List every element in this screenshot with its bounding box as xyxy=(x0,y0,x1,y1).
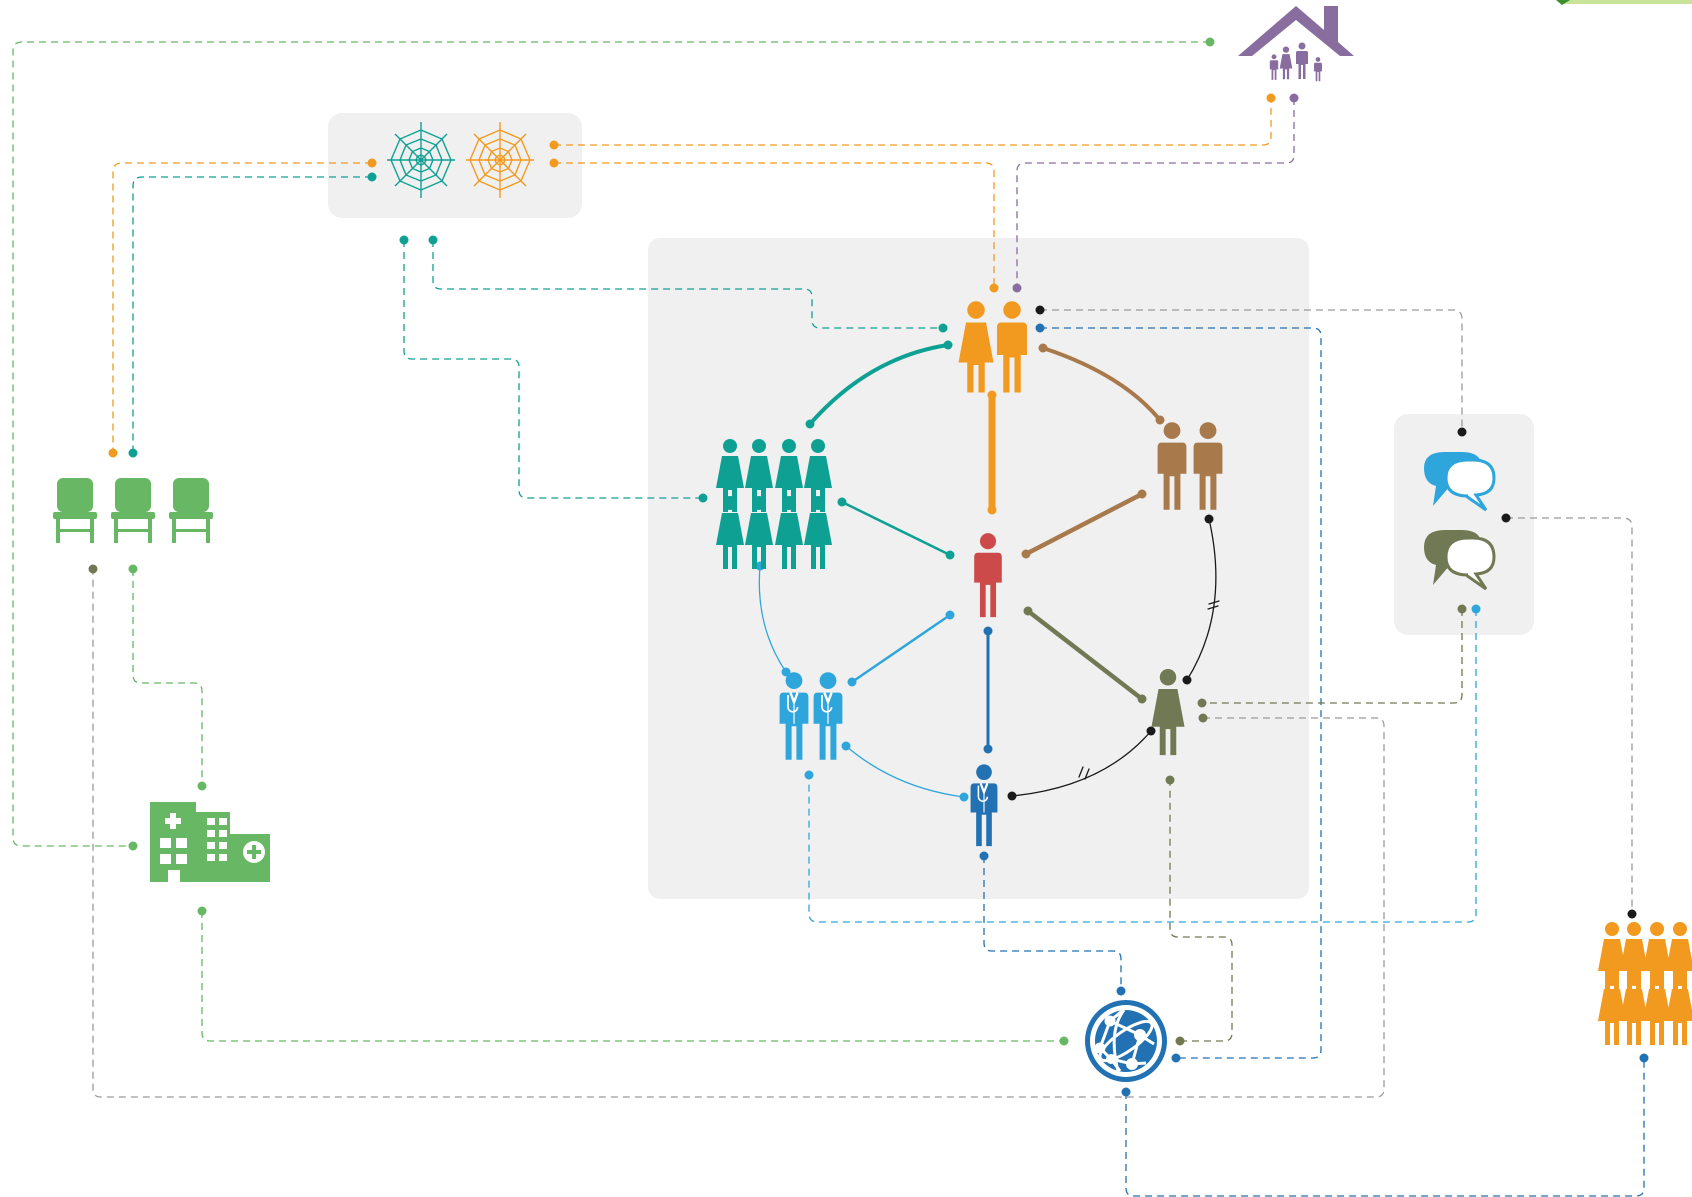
connector-dot xyxy=(979,851,989,861)
connector-dot xyxy=(399,235,409,245)
connector-dot xyxy=(197,781,207,791)
connector-lines xyxy=(12,41,1645,1197)
connector-dot xyxy=(1035,305,1045,315)
connector-dot xyxy=(197,906,207,916)
connector-dot xyxy=(128,564,138,574)
webs-panel xyxy=(328,113,582,218)
connector-dot xyxy=(88,564,98,574)
connector-dot xyxy=(1175,1036,1185,1046)
connector-dot xyxy=(1501,513,1511,523)
connector-dot xyxy=(367,172,377,182)
connector-dot xyxy=(1457,604,1467,614)
group-of-women-icon xyxy=(1598,922,1692,1045)
connector-dot xyxy=(128,841,138,851)
family-home-icon xyxy=(1238,6,1354,82)
speech-bubbles-blue-icon xyxy=(1424,452,1496,512)
connector-dot xyxy=(549,140,559,150)
corner-accent xyxy=(1556,0,1692,5)
connector-dot xyxy=(698,493,708,503)
connector-dot xyxy=(1457,427,1467,437)
connector-dot xyxy=(1205,37,1215,47)
connector-dot xyxy=(989,283,999,293)
connector-dot xyxy=(938,323,948,333)
speech-panel xyxy=(1394,414,1534,635)
hospital-building-icon xyxy=(150,802,270,882)
connector-dot xyxy=(1171,1053,1181,1063)
connector-dot xyxy=(804,770,814,780)
globe-network-icon xyxy=(1085,1000,1167,1082)
connector-dot xyxy=(1121,1087,1131,1097)
connector-dot xyxy=(367,158,377,168)
connector-dot xyxy=(1197,698,1207,708)
connector-dot xyxy=(1165,775,1175,785)
connector-dot xyxy=(549,158,559,168)
connector-dot xyxy=(1198,713,1208,723)
speech-bubbles-olive-icon xyxy=(1424,530,1496,591)
connector-dot xyxy=(1059,1036,1069,1046)
connector-dot xyxy=(1627,909,1637,919)
connector-dot xyxy=(128,448,138,458)
relationship-lines xyxy=(758,343,1220,798)
waiting-room-chairs-icon xyxy=(53,478,213,543)
connector-dot xyxy=(428,235,438,245)
connector-dot xyxy=(1012,283,1022,293)
connector-dot xyxy=(1639,1053,1649,1063)
connector-dot xyxy=(1035,323,1045,333)
connector-dot xyxy=(1116,986,1126,996)
connector-dot xyxy=(1471,604,1481,614)
connector-dot xyxy=(1266,93,1276,103)
connector-dot xyxy=(108,448,118,458)
connector-dot xyxy=(1289,93,1299,103)
